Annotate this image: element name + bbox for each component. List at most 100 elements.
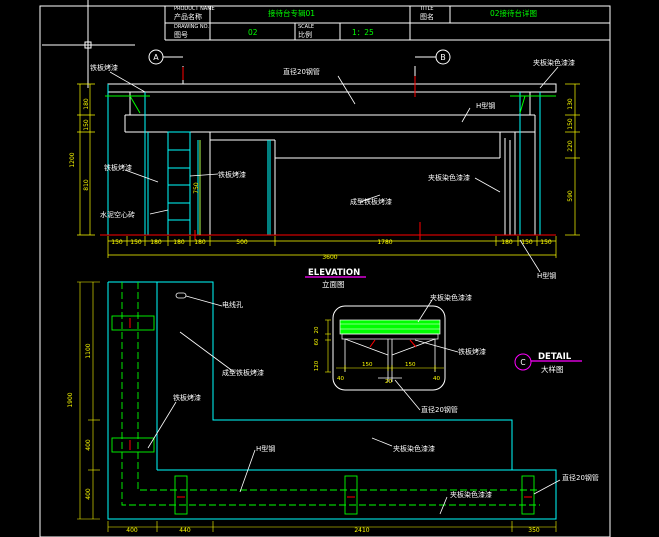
elevation-left-dims: 180 150 1200 810 750 [69, 98, 200, 194]
plan-view: 1100 1900 400 400 400 440 2410 350 电线孔 成… [67, 281, 599, 534]
dim-left-180: 180 [83, 98, 90, 110]
dim-right-150: 150 [567, 118, 574, 130]
plan-label-iron-paint: 铁板烤漆 [173, 393, 201, 402]
dim-bottom-5: 180 [194, 239, 206, 246]
detail-marker-c: C [520, 358, 525, 367]
elevation-left-dim-lines [77, 83, 201, 236]
label-plywood-stain-mid: 夹板染色漆漆 [428, 173, 470, 182]
plan-steel-frame [121, 282, 540, 506]
product-name-label-cn: 产品名称 [174, 12, 202, 21]
title-label-en: TITLE [419, 6, 434, 12]
label-steel-pipe: 直径20钢管 [283, 67, 320, 76]
dim-left-810: 810 [83, 179, 90, 191]
elevation-right-dim-lines [565, 83, 580, 236]
detail-dims: 20 60 120 40 150 150 40 20 [314, 326, 440, 385]
section-marker-a-label: A [153, 53, 159, 62]
crosshair-cursor [42, 0, 135, 88]
scale-label-en: SCALE [298, 24, 314, 30]
elevation-leaders [109, 66, 559, 273]
plan-label-plywood-stain-2: 夹板染色漆漆 [450, 490, 492, 499]
dim-bottom-1: 150 [111, 239, 123, 246]
elevation-green-detail [105, 95, 556, 114]
plan-red-ticks [129, 318, 532, 498]
title-value: 02接待台详图 [490, 8, 537, 18]
dim-bottom-8: 180 [501, 239, 513, 246]
detail-dim-b2: 150 [362, 362, 373, 368]
dim-bottom-6: 500 [236, 239, 248, 246]
detail-dim-center: 20 [385, 379, 392, 385]
label-hollow-brick: 水泥空心砖 [100, 210, 135, 219]
dim-bottom-3: 180 [150, 239, 162, 246]
dim-bottom-7: 1780 [377, 239, 392, 246]
plan-dim-b-2410: 2410 [354, 527, 369, 534]
plan-steel-posts [111, 315, 535, 515]
detail-label-iron-paint: 铁板烤漆 [458, 347, 486, 356]
plan-label-h-steel: H型钢 [256, 444, 275, 453]
elevation-view: A B 180 150 1200 810 750 [69, 49, 580, 289]
detail-leaders [394, 299, 459, 411]
scale-value: 1：25 [352, 28, 374, 37]
elevation-body-outline [124, 114, 536, 235]
drawing-no-label-en: DRAWING NO. [174, 24, 209, 30]
plan-dims: 1100 1900 400 400 400 440 2410 350 [67, 343, 540, 534]
elevation-caption-cn: 立面图 [322, 279, 345, 289]
label-plywood-stain-top: 夹板染色漆漆 [533, 58, 575, 67]
detail-view: 20 60 120 40 150 150 40 20 夹板染色漆漆 铁板烤漆 直… [314, 293, 582, 414]
detail-dim-60: 60 [314, 338, 320, 345]
detail-caption-en: DETAIL [538, 352, 572, 362]
plan-label-steel-pipe: 直径20钢管 [562, 473, 599, 482]
elevation-caption-en: ELEVATION [308, 268, 360, 278]
dim-inner-750: 750 [193, 182, 200, 194]
plan-cable-hole [175, 292, 187, 299]
plan-outline [107, 281, 557, 520]
detail-dim-b3: 150 [405, 362, 416, 368]
plan-dim-400-b: 400 [85, 488, 92, 500]
dim-right-590: 590 [567, 190, 574, 202]
elevation-labels: 铁板烤漆 直径20钢管 夹板染色漆漆 H型钢 铁板烤漆 铁板烤漆 成型铁板烤漆 … [90, 58, 575, 280]
label-formed-iron-paint: 成型铁板烤漆 [350, 197, 392, 206]
plan-dim-1100: 1100 [85, 343, 92, 358]
elevation-support-pipes [129, 66, 531, 115]
dim-bottom-2: 150 [130, 239, 142, 246]
elevation-caption: ELEVATION 立面图 [305, 268, 366, 289]
plan-leaders [147, 295, 561, 515]
elevation-countertop [107, 83, 557, 93]
product-name-value: 接待台专辑01 [268, 8, 315, 18]
section-marker-b: B [415, 49, 451, 65]
detail-top-slab [339, 319, 441, 340]
dim-total-3600: 3600 [322, 254, 337, 261]
dim-right-220: 220 [567, 140, 574, 152]
plan-label-plywood-stain: 夹板染色漆漆 [393, 444, 435, 453]
plan-dim-lines [77, 281, 557, 532]
detail-arms [344, 338, 436, 382]
elevation-bottom-dim-lines [107, 236, 557, 258]
detail-label-plywood: 夹板染色漆漆 [430, 293, 472, 302]
elevation-bottom-dims: 150 150 180 180 180 500 1780 180 150 150… [111, 239, 552, 261]
sheet-frame [39, 5, 611, 537]
plan-dim-400-a: 400 [85, 439, 92, 451]
dim-bottom-4: 180 [173, 239, 185, 246]
drawing-no-label-cn: 图号 [174, 31, 188, 39]
plan-label-cable-hole: 电线孔 [222, 300, 243, 309]
detail-dim-120: 120 [314, 360, 320, 371]
label-iron-paint-2: 铁板烤漆 [104, 163, 132, 172]
drawing-no-value: 02 [248, 28, 258, 37]
label-h-steel-1: H型钢 [476, 101, 495, 110]
plan-labels: 电线孔 成型铁板烤漆 铁板烤漆 夹板染色漆漆 H型钢 直径20钢管 夹板染色漆漆 [173, 300, 599, 499]
elevation-right-dims: 130 150 220 590 [567, 98, 574, 202]
detail-caption: C DETAIL 大样图 [514, 352, 582, 374]
dim-left-150: 150 [83, 119, 90, 131]
detail-red-ticks [369, 339, 417, 348]
dim-right-130: 130 [567, 98, 574, 110]
title-label-cn: 图名 [420, 12, 434, 21]
plan-dim-b-400: 400 [126, 527, 138, 534]
plan-dim-b-440: 440 [179, 527, 191, 534]
dim-left-1200: 1200 [69, 152, 76, 167]
scale-label-cn: 比例 [298, 30, 312, 39]
title-block: PRODUCT NAME 产品名称 接待台专辑01 TITLE 图名 02接待台… [174, 6, 537, 39]
detail-dim-b1: 40 [337, 376, 344, 382]
elevation-red-ticks [182, 67, 421, 240]
label-iron-paint-1: 铁板烤漆 [90, 63, 118, 72]
section-marker-b-label: B [440, 53, 446, 62]
